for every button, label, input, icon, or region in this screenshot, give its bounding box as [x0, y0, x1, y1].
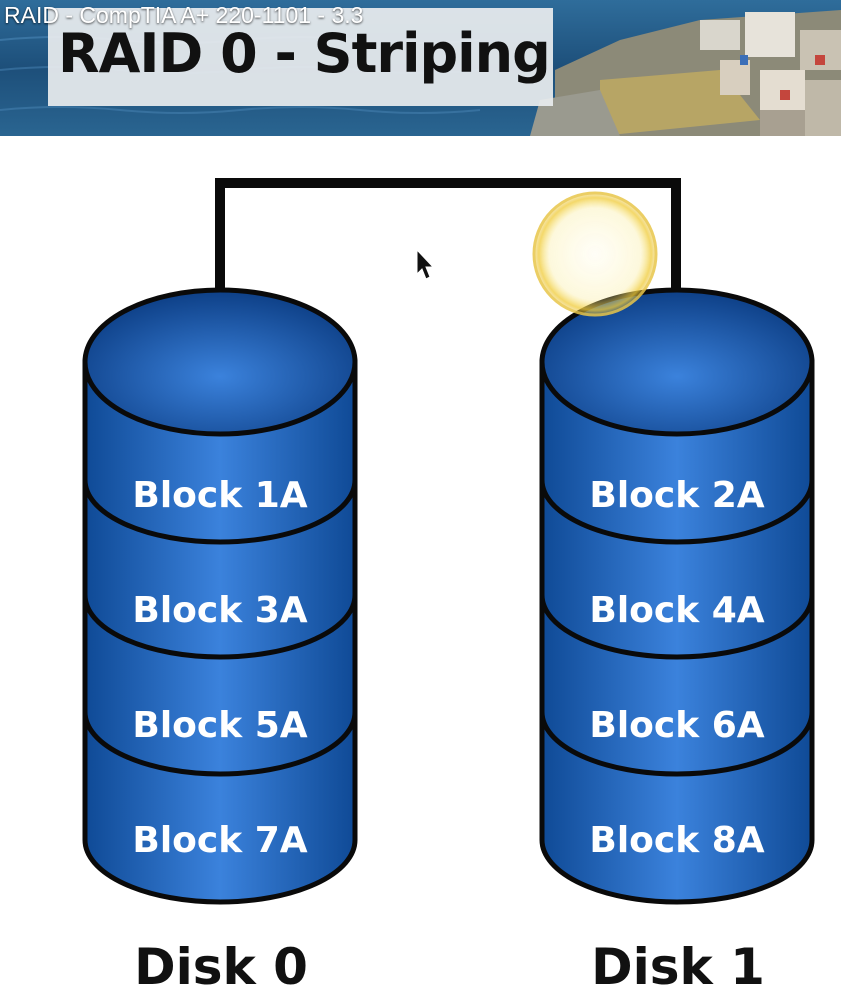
disk-0-cylinder: Block 1A Block 3A Block 5A Block 7A: [82, 287, 358, 905]
header-banner: RAID 0 - Striping RAID - CompTIA A+ 220-…: [0, 0, 841, 136]
video-title: RAID - CompTIA A+ 220-1101 - 3.3: [4, 2, 364, 28]
pointer-highlight-circle: [532, 191, 658, 317]
disk-1-label: Disk 1: [591, 938, 765, 996]
slide-title-background: [48, 8, 553, 106]
disk-0-block-1: Block 1A: [132, 475, 307, 516]
disk-1-block-3: Block 6A: [589, 705, 764, 746]
mouse-cursor-icon: [416, 248, 435, 280]
disk-0-block-2: Block 3A: [132, 590, 307, 631]
disk-0-label: Disk 0: [134, 938, 308, 996]
disk-0-block-3: Block 5A: [132, 705, 307, 746]
disk-1-block-2: Block 4A: [589, 590, 764, 631]
disk-1-block-4: Block 8A: [589, 820, 764, 861]
slide-title: RAID 0 - Striping: [58, 22, 551, 85]
disk-0-top: [82, 287, 358, 437]
disk-1-cylinder: Block 2A Block 4A Block 6A Block 8A: [539, 287, 815, 905]
disk-1-block-1: Block 2A: [589, 475, 764, 516]
disk-0-block-4: Block 7A: [132, 820, 307, 861]
connector-line: [215, 178, 681, 292]
disk-1-top: [539, 287, 815, 437]
